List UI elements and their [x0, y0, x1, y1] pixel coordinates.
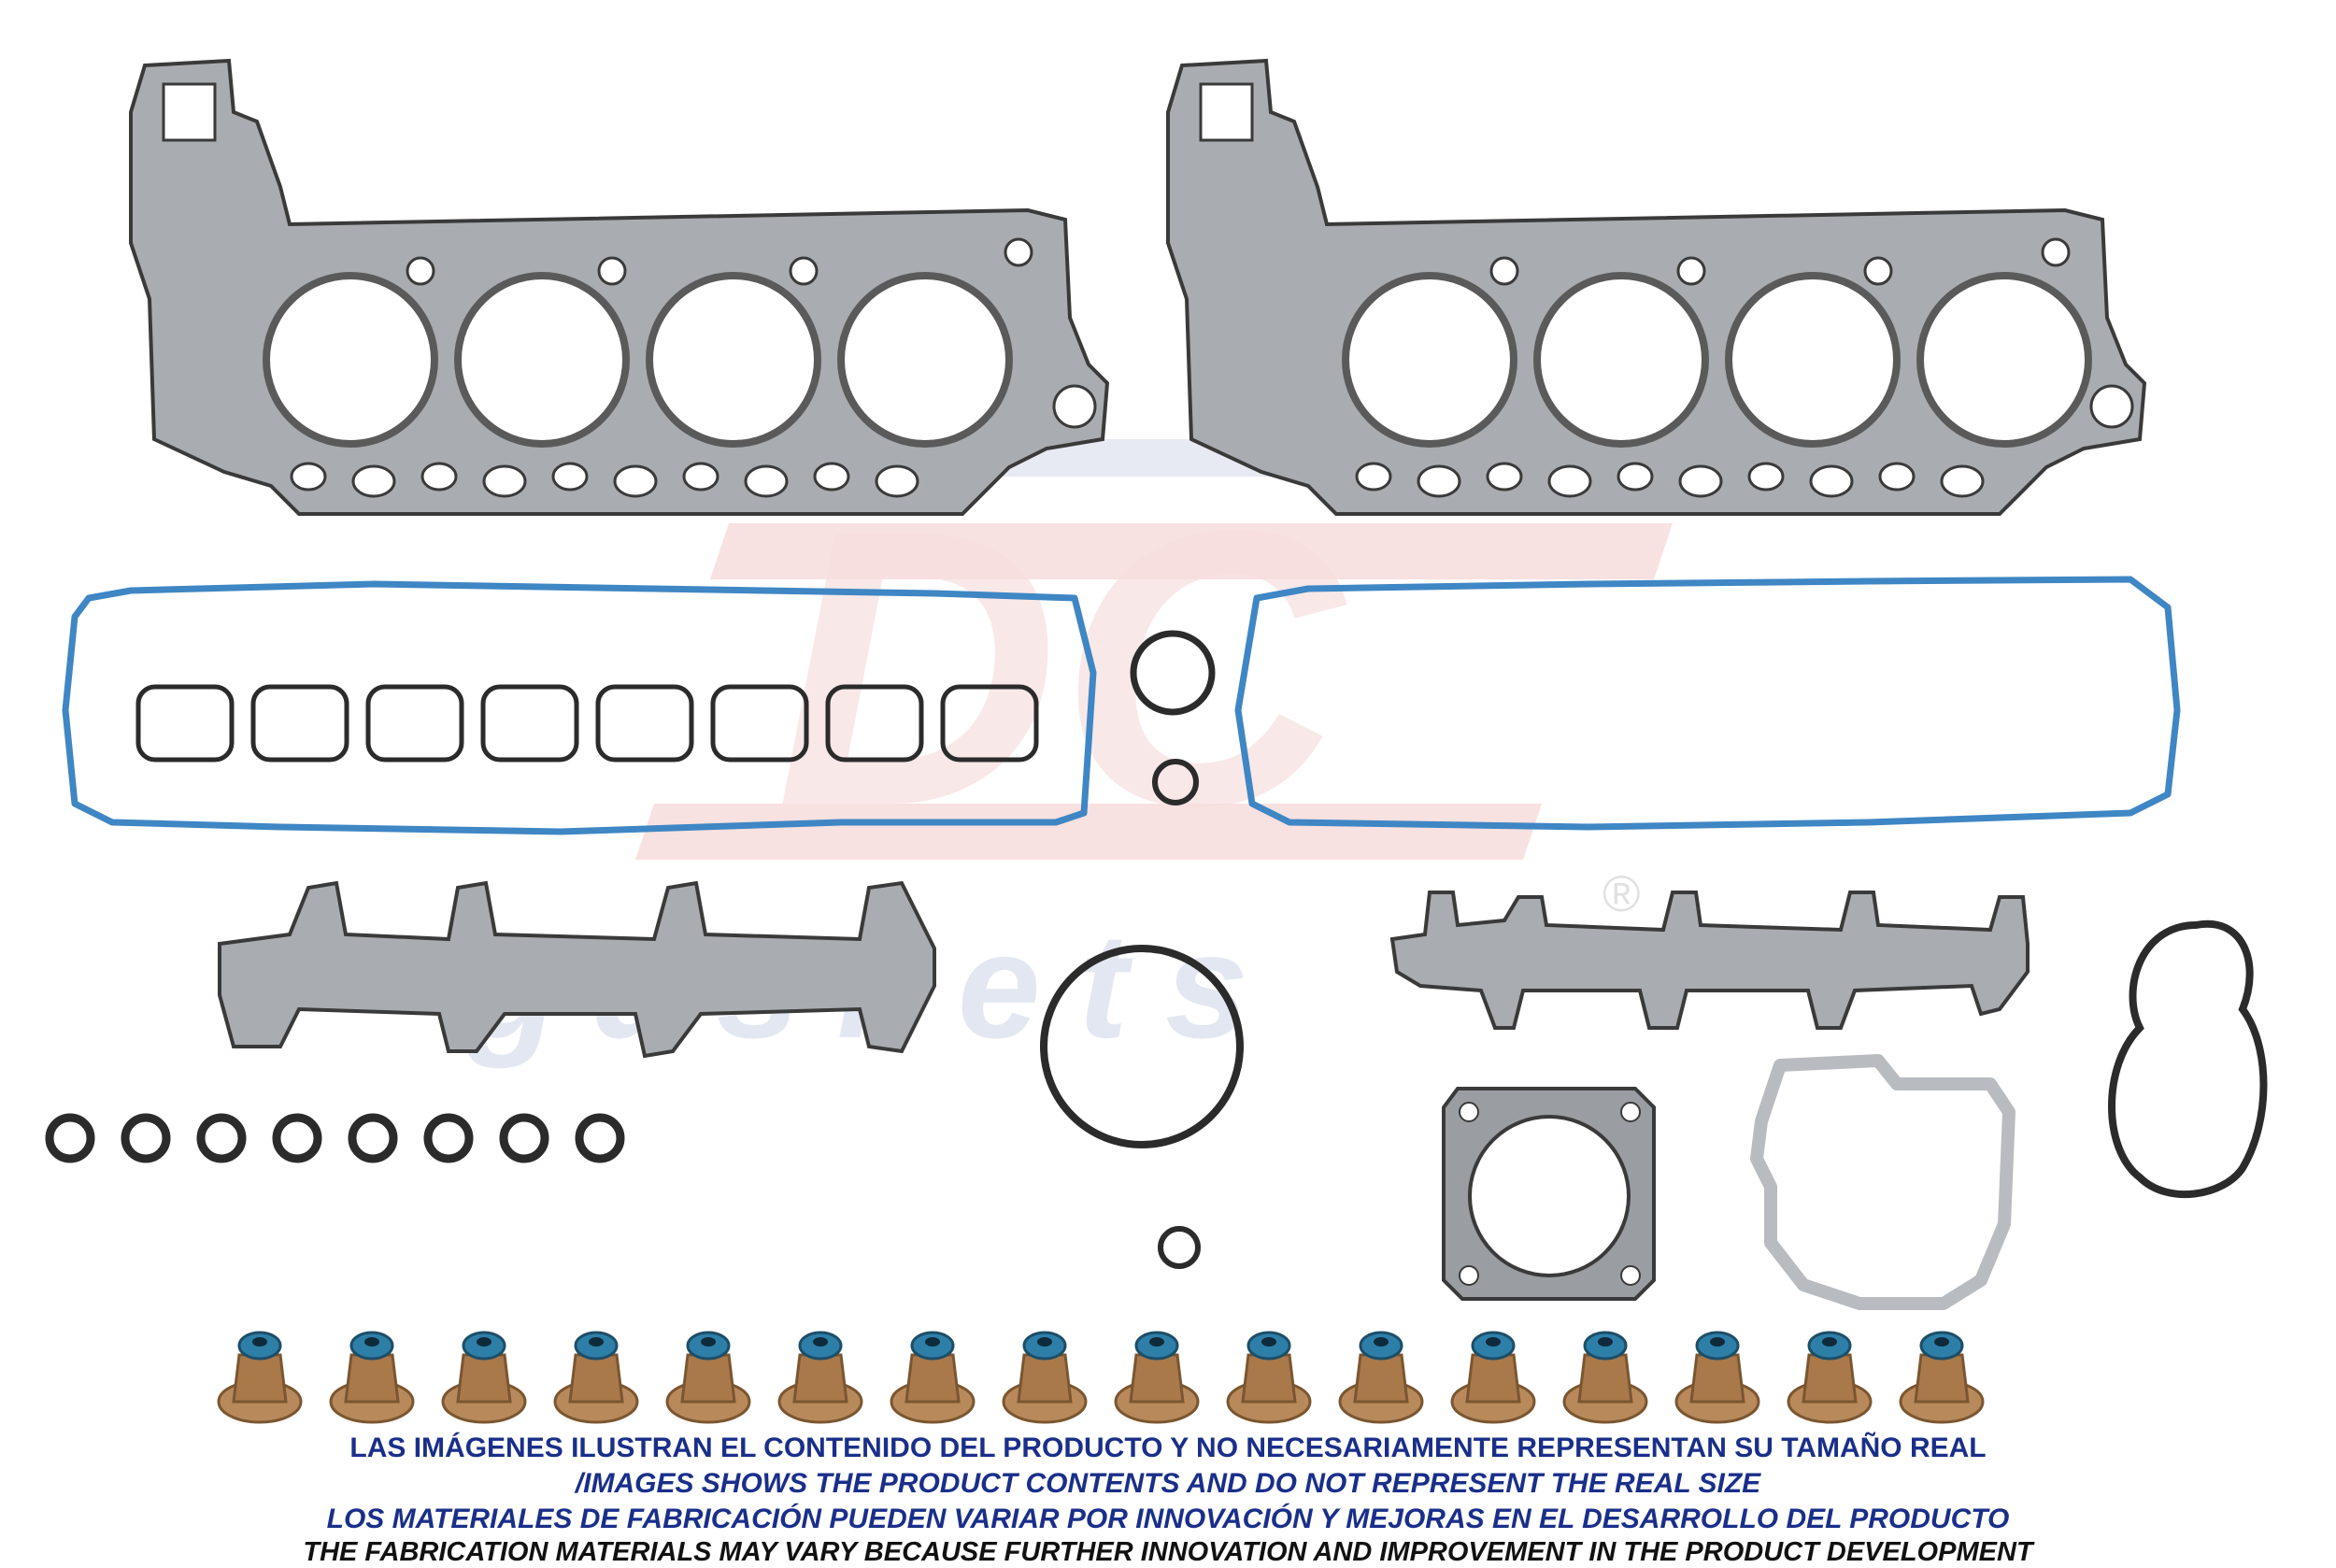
spark-plug-tube-seal	[595, 684, 694, 763]
registered-mark: ®	[1602, 864, 1641, 922]
spark-plug-tube-seal	[480, 684, 579, 763]
exhaust-manifold-gasket-left	[218, 880, 936, 1059]
valve-stem-seal	[329, 1331, 415, 1424]
oring-thermostat	[1040, 945, 1244, 1148]
oring-small-2	[1158, 1226, 1201, 1269]
water-pump-gasket	[1750, 1054, 2016, 1310]
injector-oring	[499, 1113, 549, 1163]
disclaimer-line-3: LOS MATERIALES DE FABRICACIÓN PUEDEN VAR…	[326, 1504, 2010, 1534]
logo-letters: DC	[776, 449, 1347, 888]
valve-stem-seal	[777, 1331, 863, 1424]
valve-stem-seal	[1674, 1331, 1760, 1424]
logo-stripe-red	[710, 523, 1673, 579]
valve-stem-seal	[1787, 1331, 1873, 1424]
spark-plug-tube-seal	[365, 684, 464, 763]
injector-oring	[121, 1113, 171, 1163]
disclaimer-line-1: LAS IMÁGENES ILUSTRAN EL CONTENIDO DEL P…	[349, 1433, 1987, 1463]
injector-oring	[575, 1113, 625, 1163]
valve-stem-seal	[441, 1331, 527, 1424]
valve-stem-seal	[890, 1331, 976, 1424]
injector-oring	[348, 1113, 398, 1163]
injector-oring	[196, 1113, 247, 1163]
valve-stem-seal	[1899, 1331, 1985, 1424]
disclaimer-line-2: /IMAGES SHOWS THE PRODUCT CONTENTS AND D…	[575, 1468, 1761, 1499]
spark-plug-tube-seal	[250, 684, 349, 763]
oring-small-1	[1152, 759, 1199, 805]
injector-oring	[272, 1113, 322, 1163]
valve-stem-seal	[1338, 1331, 1424, 1424]
valve-cover-gasket-left	[62, 580, 1097, 835]
cylinder-head-gasket-left	[129, 58, 1110, 516]
valve-stem-seal	[217, 1331, 303, 1424]
injector-orings	[45, 1113, 625, 1163]
thermostat-housing-gasket	[2108, 919, 2268, 1199]
valve-stem-seal	[1450, 1331, 1536, 1424]
valve-stem-seal	[1002, 1331, 1088, 1424]
valve-cover-gasket-right	[1234, 576, 2181, 831]
valve-stem-seal	[1226, 1331, 1312, 1424]
injector-oring	[423, 1113, 474, 1163]
disclaimer-line-4: THE FABRICATION MATERIALS MAY VARY BECAU…	[303, 1537, 2033, 1567]
spark-plug-tube-seal	[135, 684, 235, 763]
valve-stem-seal	[1562, 1331, 1648, 1424]
valve-stem-seal	[553, 1331, 639, 1424]
injector-oring	[45, 1113, 95, 1163]
spark-plug-tube-seal	[940, 684, 1039, 763]
logo-stripe-red-2	[635, 804, 1542, 860]
oring-large-1	[1130, 630, 1216, 716]
cylinder-head-gasket-right	[1166, 58, 2147, 516]
spark-plug-tube-seal	[710, 684, 809, 763]
spark-plug-tube-seals	[135, 684, 1039, 763]
valve-stem-seal	[1114, 1331, 1200, 1424]
exhaust-manifold-gasket-right	[1389, 891, 2030, 1030]
valve-stem-seals	[217, 1331, 1985, 1424]
throttle-body-gasket	[1442, 1087, 1656, 1301]
valve-stem-seal	[665, 1331, 751, 1424]
spark-plug-tube-seal	[825, 684, 924, 763]
